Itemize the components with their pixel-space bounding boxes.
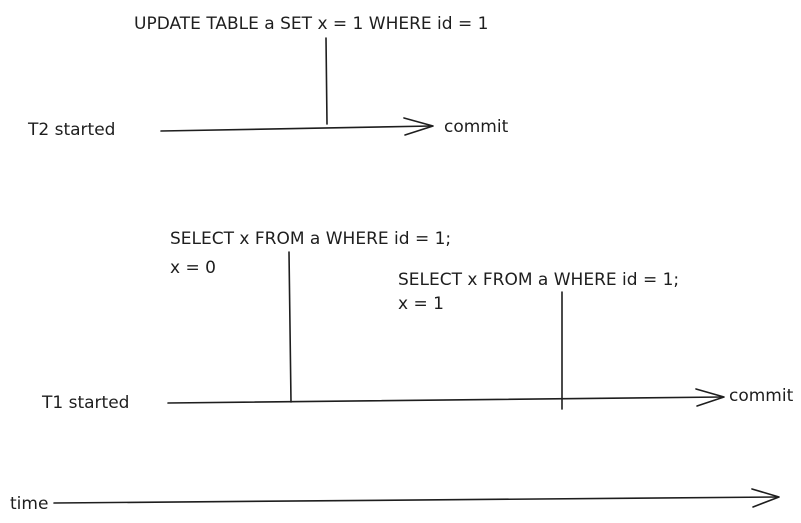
t1-select2-statement: SELECT x FROM a WHERE id = 1; bbox=[398, 270, 679, 290]
t2-update-marker bbox=[325, 37, 328, 125]
t2-update-statement: UPDATE TABLE a SET x = 1 WHERE id = 1 bbox=[134, 14, 488, 34]
t2-timeline-arrowhead bbox=[403, 117, 434, 136]
t1-timeline-line bbox=[167, 396, 724, 404]
time-axis-line bbox=[53, 496, 779, 504]
t1-started-label: T1 started bbox=[41, 393, 129, 413]
t2-started-label: T2 started bbox=[27, 120, 115, 140]
t1-commit-label: commit bbox=[729, 386, 794, 406]
t1-select1-marker bbox=[288, 251, 292, 403]
t1-select1-result: x = 0 bbox=[170, 258, 216, 278]
t1-timeline-arrowhead bbox=[695, 388, 725, 407]
t1-select2-result: x = 1 bbox=[398, 294, 444, 314]
t2-timeline-line bbox=[160, 125, 433, 132]
t1-select1-statement: SELECT x FROM a WHERE id = 1; bbox=[170, 229, 451, 249]
time-axis-label: time bbox=[10, 494, 48, 514]
time-axis-arrowhead bbox=[751, 488, 780, 508]
t2-commit-label: commit bbox=[444, 117, 509, 137]
